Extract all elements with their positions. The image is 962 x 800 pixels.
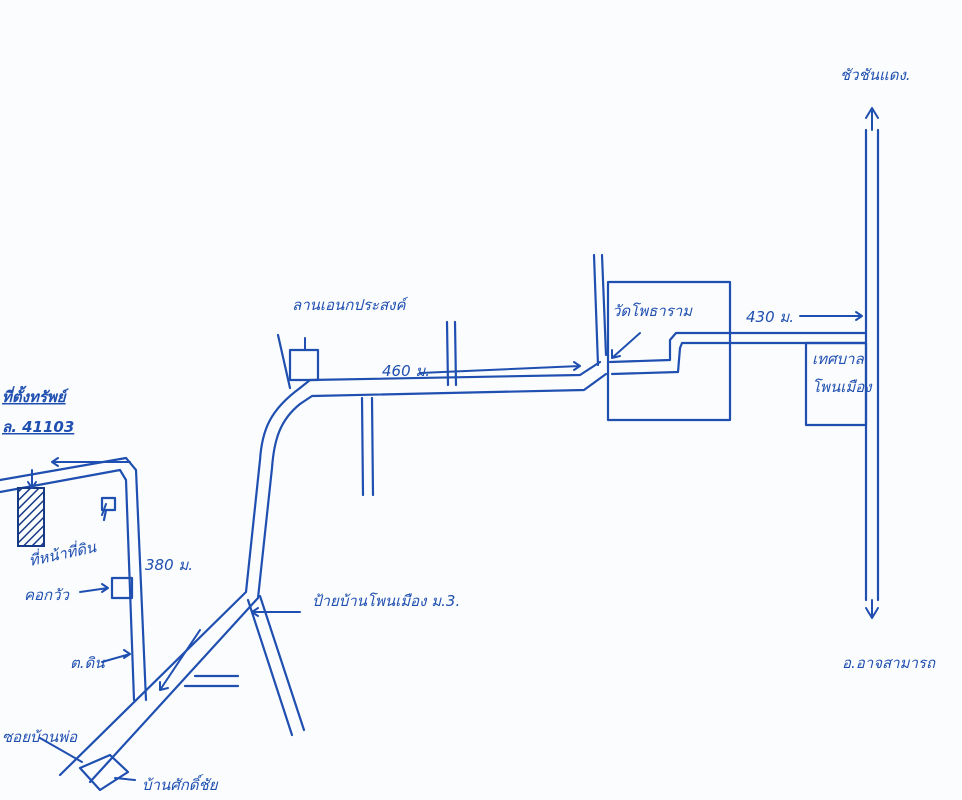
road-highway-to-temple-lower [610, 341, 868, 376]
label-subject-property: ที่ตั้งทรัพย์ [2, 385, 70, 406]
temple-compound [606, 280, 732, 422]
road-highway-to-temple-upper [608, 331, 868, 364]
road-temple-to-school-lower [298, 372, 608, 406]
side-road-north-b [453, 320, 458, 387]
arrows [27, 107, 879, 781]
branch-road-b [258, 594, 306, 732]
road-network [0, 128, 880, 792]
side-road-south-a [360, 396, 365, 497]
water-tower-symbol [100, 496, 117, 522]
direction-arrow-icon [101, 649, 131, 663]
road-to-property-outer [0, 456, 148, 702]
direction-arrow-icon [419, 361, 581, 374]
side-road-north-a [445, 320, 450, 387]
road-curve-outer [58, 386, 302, 777]
label-distance-2: 460 ม. [382, 362, 430, 380]
label-north-destination: ชัวชันแดง. [840, 66, 911, 84]
label-temple: วัดโพธาราม [612, 302, 693, 320]
label-school: ลานเอนกประสงค์ [292, 296, 408, 314]
road-temple-to-school-upper [298, 360, 602, 390]
arrow-down-icon [865, 599, 879, 619]
label-municipality-2: โพนเมือง [812, 378, 873, 396]
well-box [110, 576, 134, 600]
label-property-code: ล. 41103 [2, 418, 74, 436]
road-curve-inner [88, 402, 302, 784]
label-south-destination: อ.อาจสามารถ [842, 654, 936, 672]
direction-arrow-icon [101, 503, 107, 516]
labels: ชัวชันแดง. อ.อาจสามารถ ที่ตั้งทรัพย์ ล. … [2, 66, 936, 794]
hatched-parcel-icon [17, 487, 45, 547]
label-distance-3: 430 ม. [746, 308, 794, 326]
temple-side-road-a [592, 253, 600, 367]
school-road-a [276, 333, 292, 390]
side-road-south-b [370, 396, 375, 497]
direction-arrow-icon [611, 332, 641, 359]
school-building [288, 348, 320, 382]
label-house-left: ซอยบ้านพ่อ [2, 728, 78, 746]
label-pole: ต.ดิน [70, 654, 105, 672]
label-distance-1: 380 ม. [145, 556, 193, 574]
label-village-sign: ป้ายบ้านโพนเมือง ม.3. [312, 592, 460, 610]
road-to-property-inner [0, 468, 136, 702]
temple-side-road-b [600, 253, 608, 357]
direction-arrow-icon [39, 737, 83, 763]
direction-arrow-icon [79, 583, 109, 593]
direction-arrow-icon [159, 629, 201, 691]
house-bottom-box [78, 753, 130, 792]
direction-arrow-icon [251, 607, 301, 617]
label-house-bottom: บ้านศักดิ์ชัย [142, 774, 219, 794]
municipality-office [804, 341, 868, 427]
direction-arrow-icon [51, 457, 131, 467]
label-municipality-1: เทศบาล [812, 350, 864, 368]
arrow-up-icon [865, 107, 879, 131]
branch-road-a [246, 598, 294, 737]
direction-arrow-icon [799, 311, 863, 321]
direction-arrow-icon [27, 469, 37, 489]
direction-arrow-icon [114, 777, 136, 781]
label-well: คอกวัว [24, 586, 71, 604]
